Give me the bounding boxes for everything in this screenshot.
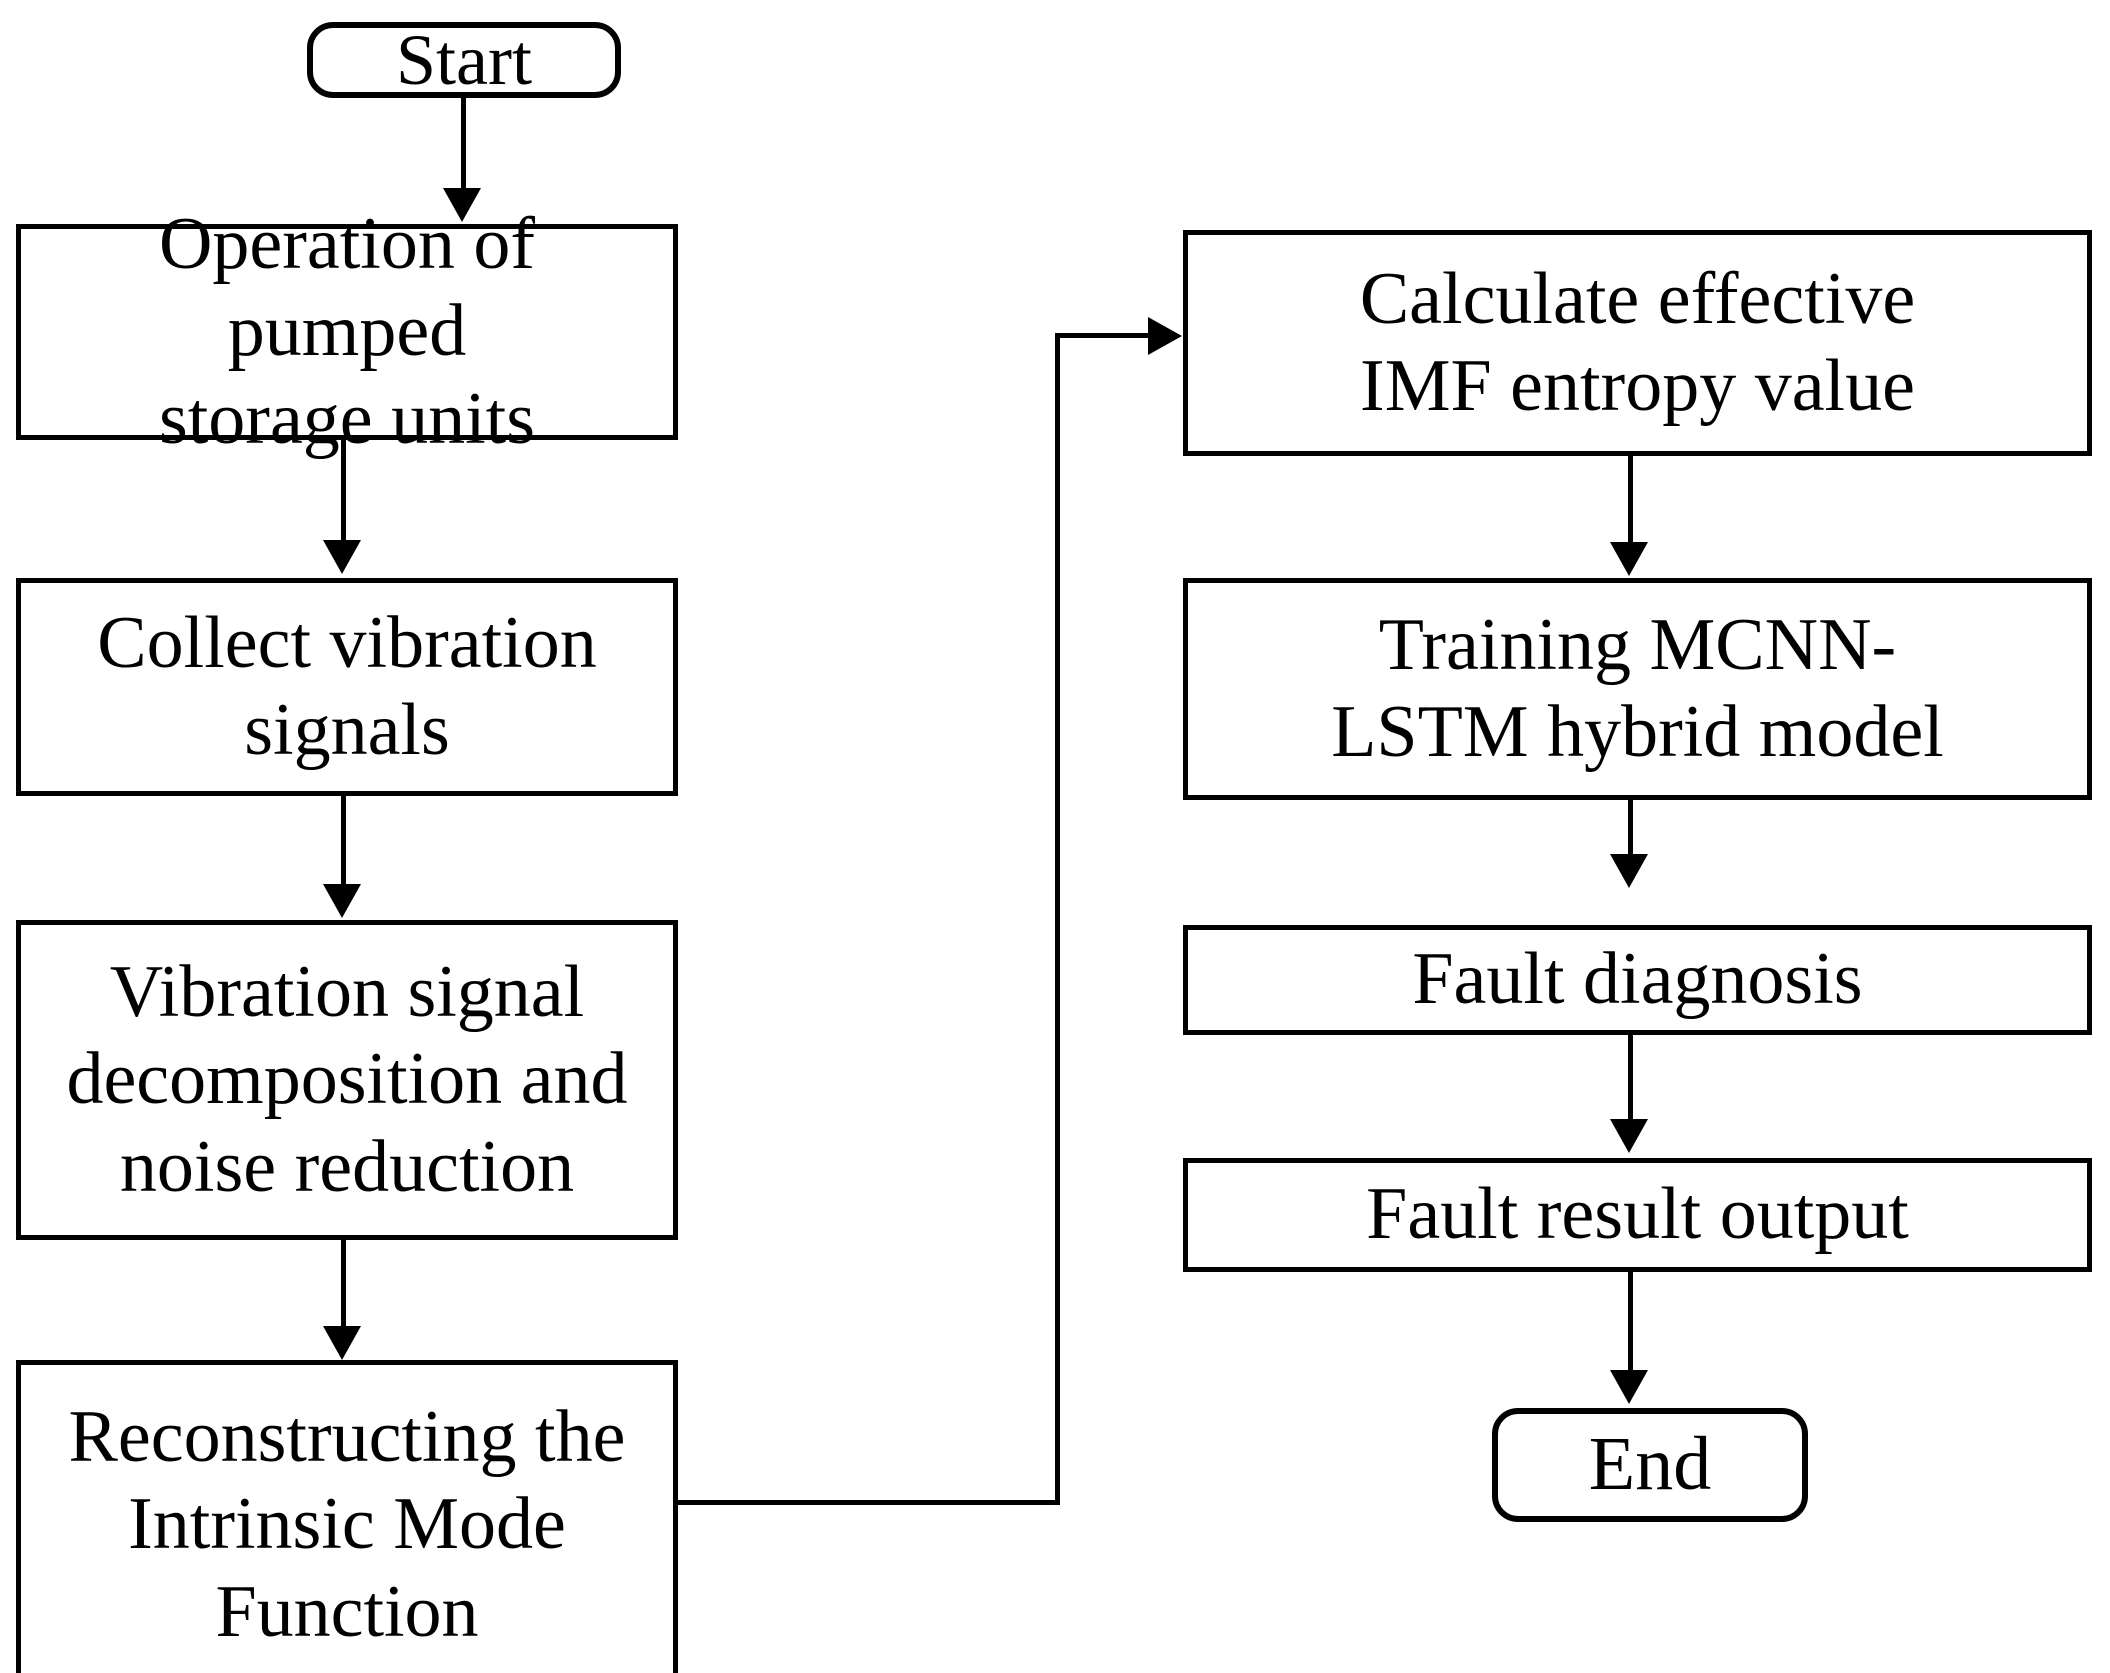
node-collect-vibration-signals[interactable]: Collect vibration signals	[16, 578, 678, 796]
node-fault-result-output[interactable]: Fault result output	[1183, 1158, 2092, 1272]
edge-decompose-to-reconstruct-line	[341, 1238, 346, 1328]
node-training-label: Training MCNN- LSTM hybrid model	[1331, 603, 1944, 773]
node-fault-diagnosis[interactable]: Fault diagnosis	[1183, 925, 2092, 1035]
node-training-mcnn-lstm-hybrid-model[interactable]: Training MCNN- LSTM hybrid model	[1183, 578, 2092, 800]
edge-diagnosis-to-result-arrowhead	[1610, 1119, 1648, 1153]
node-reconstruct-label: Reconstructing the Intrinsic Mode Functi…	[68, 1396, 626, 1653]
edge-training-to-diagnosis-arrowhead	[1610, 854, 1648, 888]
edge-reconstruct-to-entropy-arrowhead	[1148, 317, 1182, 355]
node-operation-label: Operation of pumped storage units	[158, 203, 536, 460]
node-end[interactable]: End	[1492, 1408, 1808, 1522]
node-start-label: Start	[396, 19, 532, 100]
edge-collect-to-decompose-arrowhead	[323, 884, 361, 918]
node-diagnosis-label: Fault diagnosis	[1412, 938, 1863, 1021]
node-entropy-label: Calculate effective IMF entropy value	[1359, 257, 1916, 427]
edge-reconstruct-to-entropy-segment-vertical	[1055, 333, 1060, 1505]
edge-reconstruct-to-entropy-segment-horizontal-upper	[1055, 333, 1165, 338]
node-reconstructing-the-intrinsic-mode-function[interactable]: Reconstructing the Intrinsic Mode Functi…	[16, 1360, 678, 1673]
edge-entropy-to-training-arrowhead	[1610, 542, 1648, 576]
edge-entropy-to-training-line	[1628, 454, 1633, 544]
edge-decompose-to-reconstruct-arrowhead	[323, 1326, 361, 1360]
node-vibration-signal-decomposition-and-noise-reduction[interactable]: Vibration signal decomposition and noise…	[16, 920, 678, 1240]
edge-collect-to-decompose-line	[341, 794, 346, 886]
node-calculate-effective-imf-entropy-value[interactable]: Calculate effective IMF entropy value	[1183, 230, 2092, 456]
node-start[interactable]: Start	[307, 20, 621, 100]
node-decompose-label: Vibration signal decomposition and noise…	[66, 951, 628, 1208]
edge-result-to-end-arrowhead	[1610, 1370, 1648, 1404]
edge-operation-to-collect-arrowhead	[323, 540, 361, 574]
edge-training-to-diagnosis-line	[1628, 798, 1633, 856]
edge-result-to-end-line	[1628, 1270, 1633, 1372]
node-end-label: End	[1588, 1422, 1712, 1507]
edge-diagnosis-to-result-line	[1628, 1033, 1633, 1121]
edge-start-to-operation-line	[461, 96, 466, 192]
node-collect-label: Collect vibration signals	[97, 601, 597, 771]
edge-operation-to-collect-line	[341, 438, 346, 542]
edge-reconstruct-to-entropy-segment-horizontal-lower	[678, 1500, 1060, 1505]
node-result-label: Fault result output	[1366, 1173, 1909, 1256]
edge-start-to-operation-arrowhead	[443, 188, 481, 222]
node-operation-of-pumped-storage-units[interactable]: Operation of pumped storage units	[16, 203, 678, 460]
